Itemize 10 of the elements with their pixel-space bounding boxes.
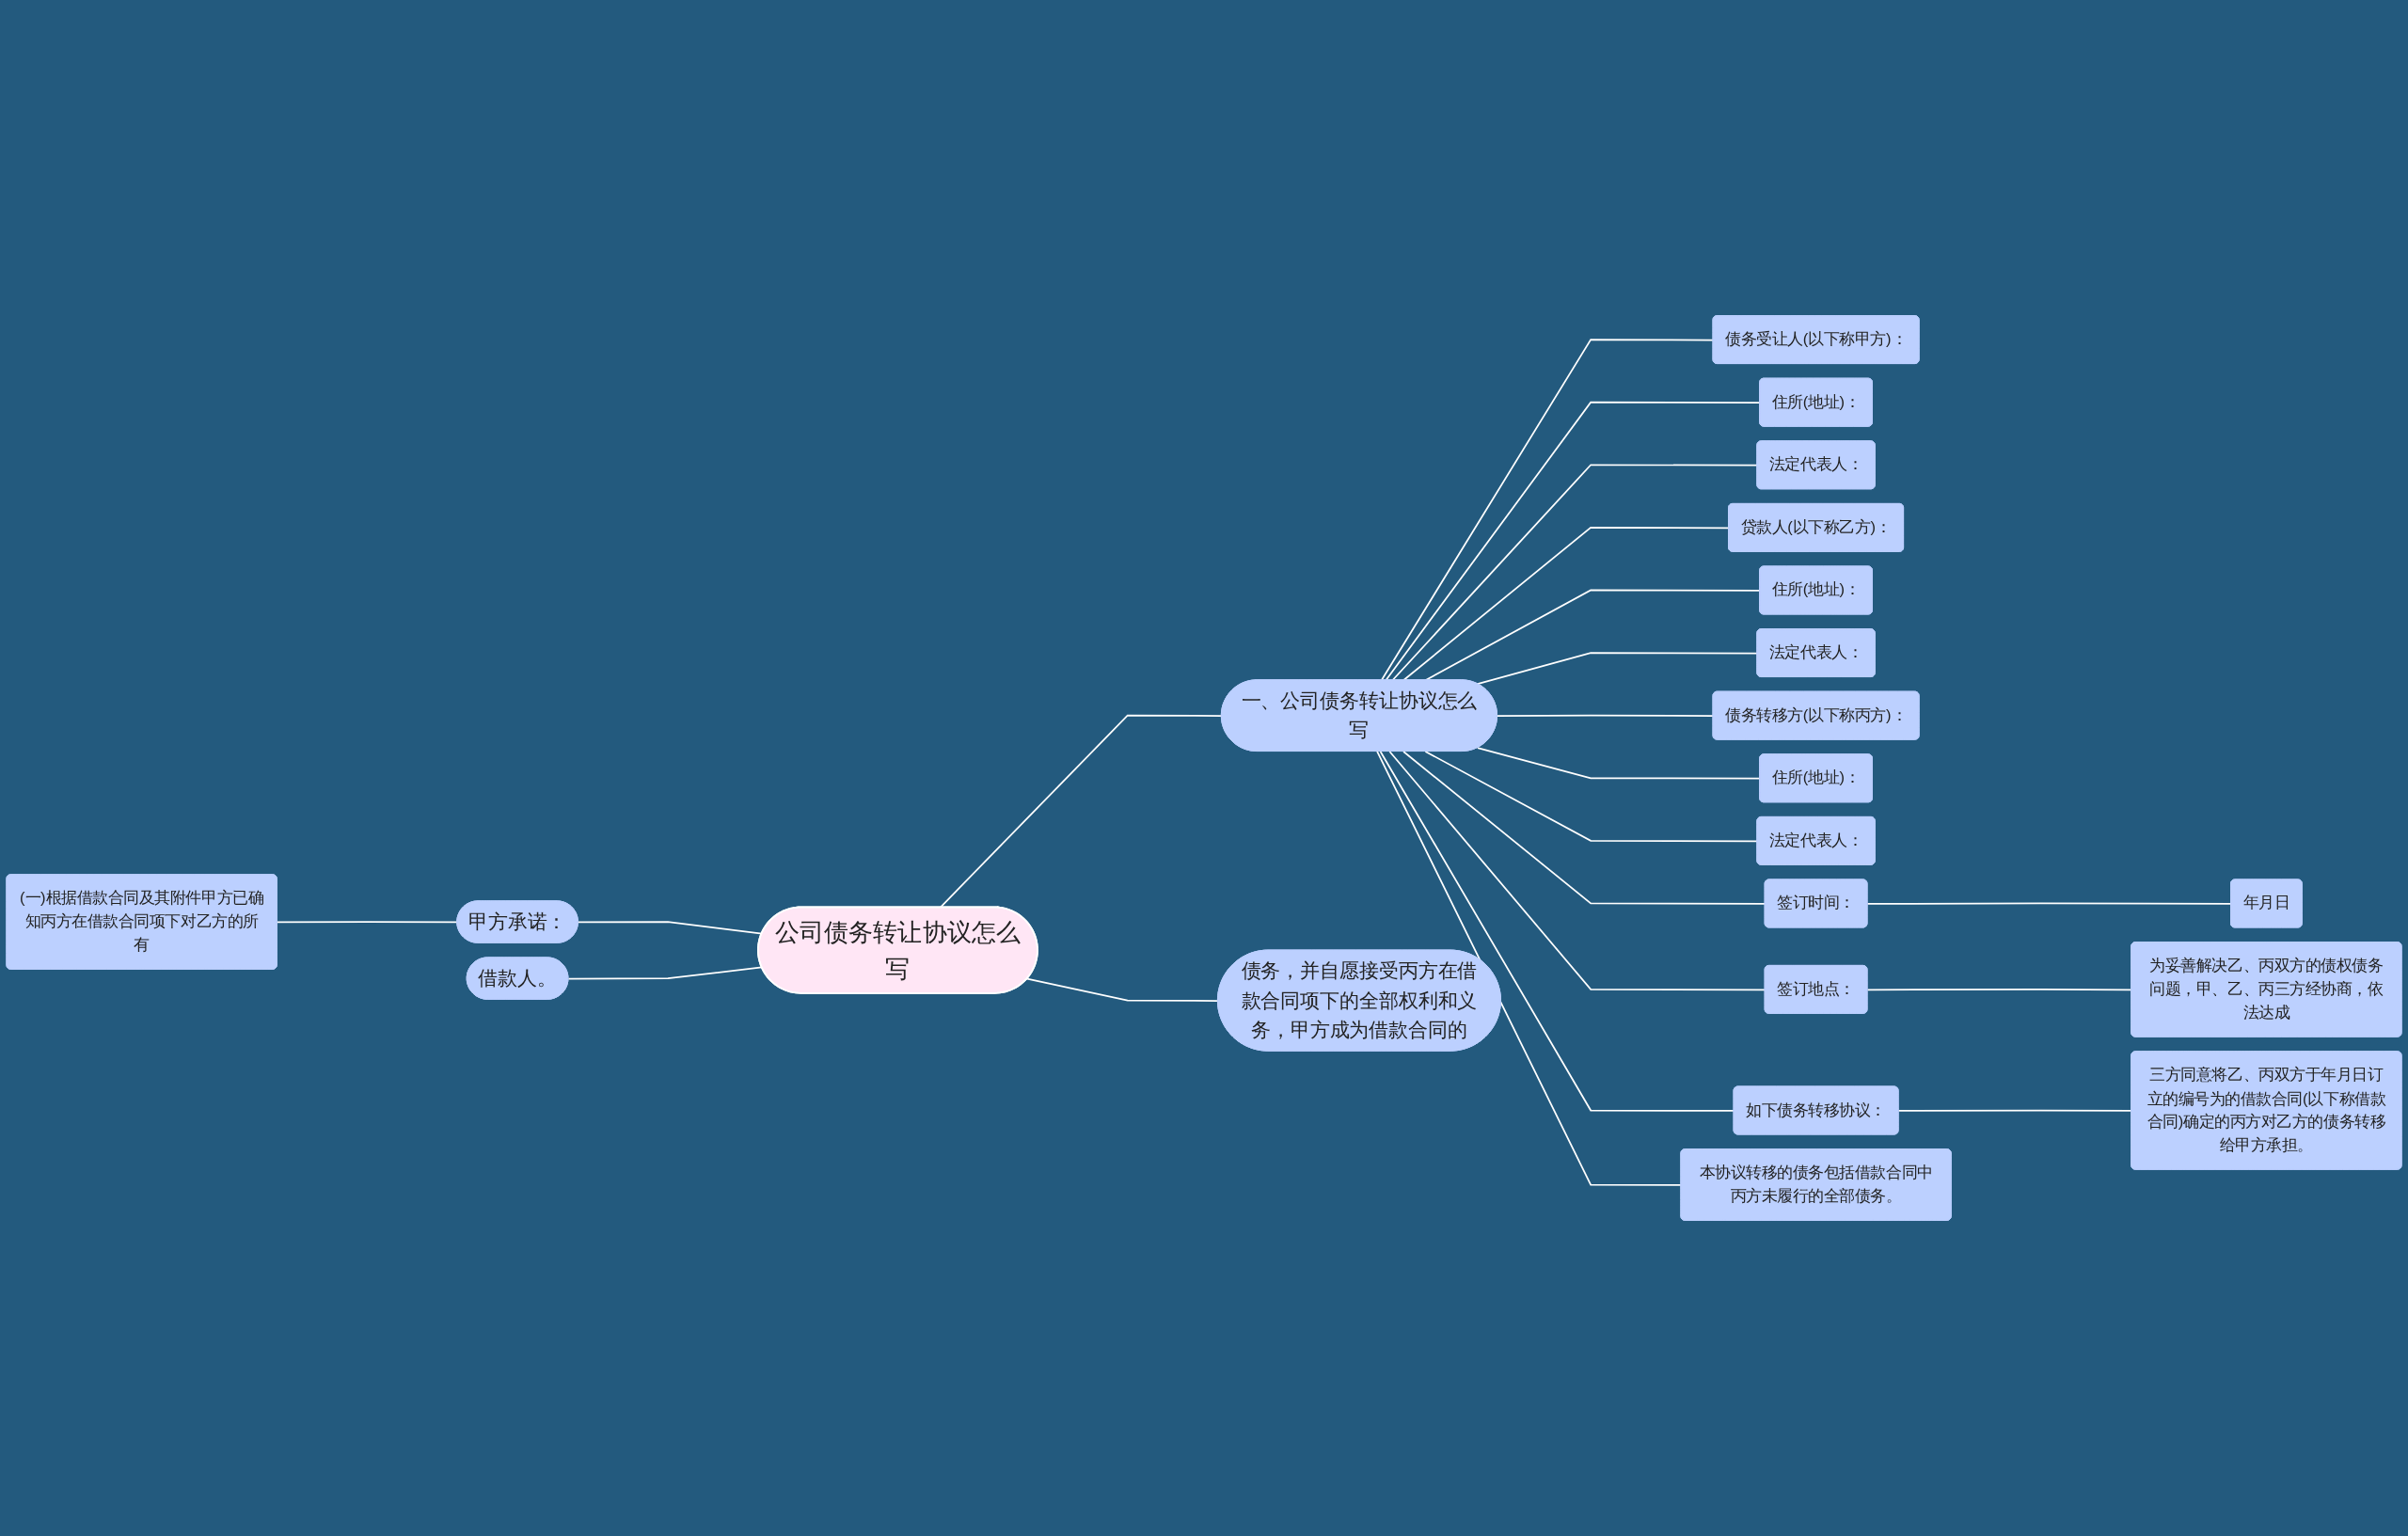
connector — [1388, 751, 1766, 991]
connector — [577, 921, 763, 935]
connector — [1379, 751, 1735, 1112]
connector — [1402, 751, 1766, 905]
connector — [1866, 902, 2232, 905]
connector — [1497, 714, 1715, 717]
connector — [1026, 977, 1219, 1002]
connector — [1477, 747, 1761, 780]
connector — [567, 966, 763, 980]
connector — [939, 714, 1223, 909]
